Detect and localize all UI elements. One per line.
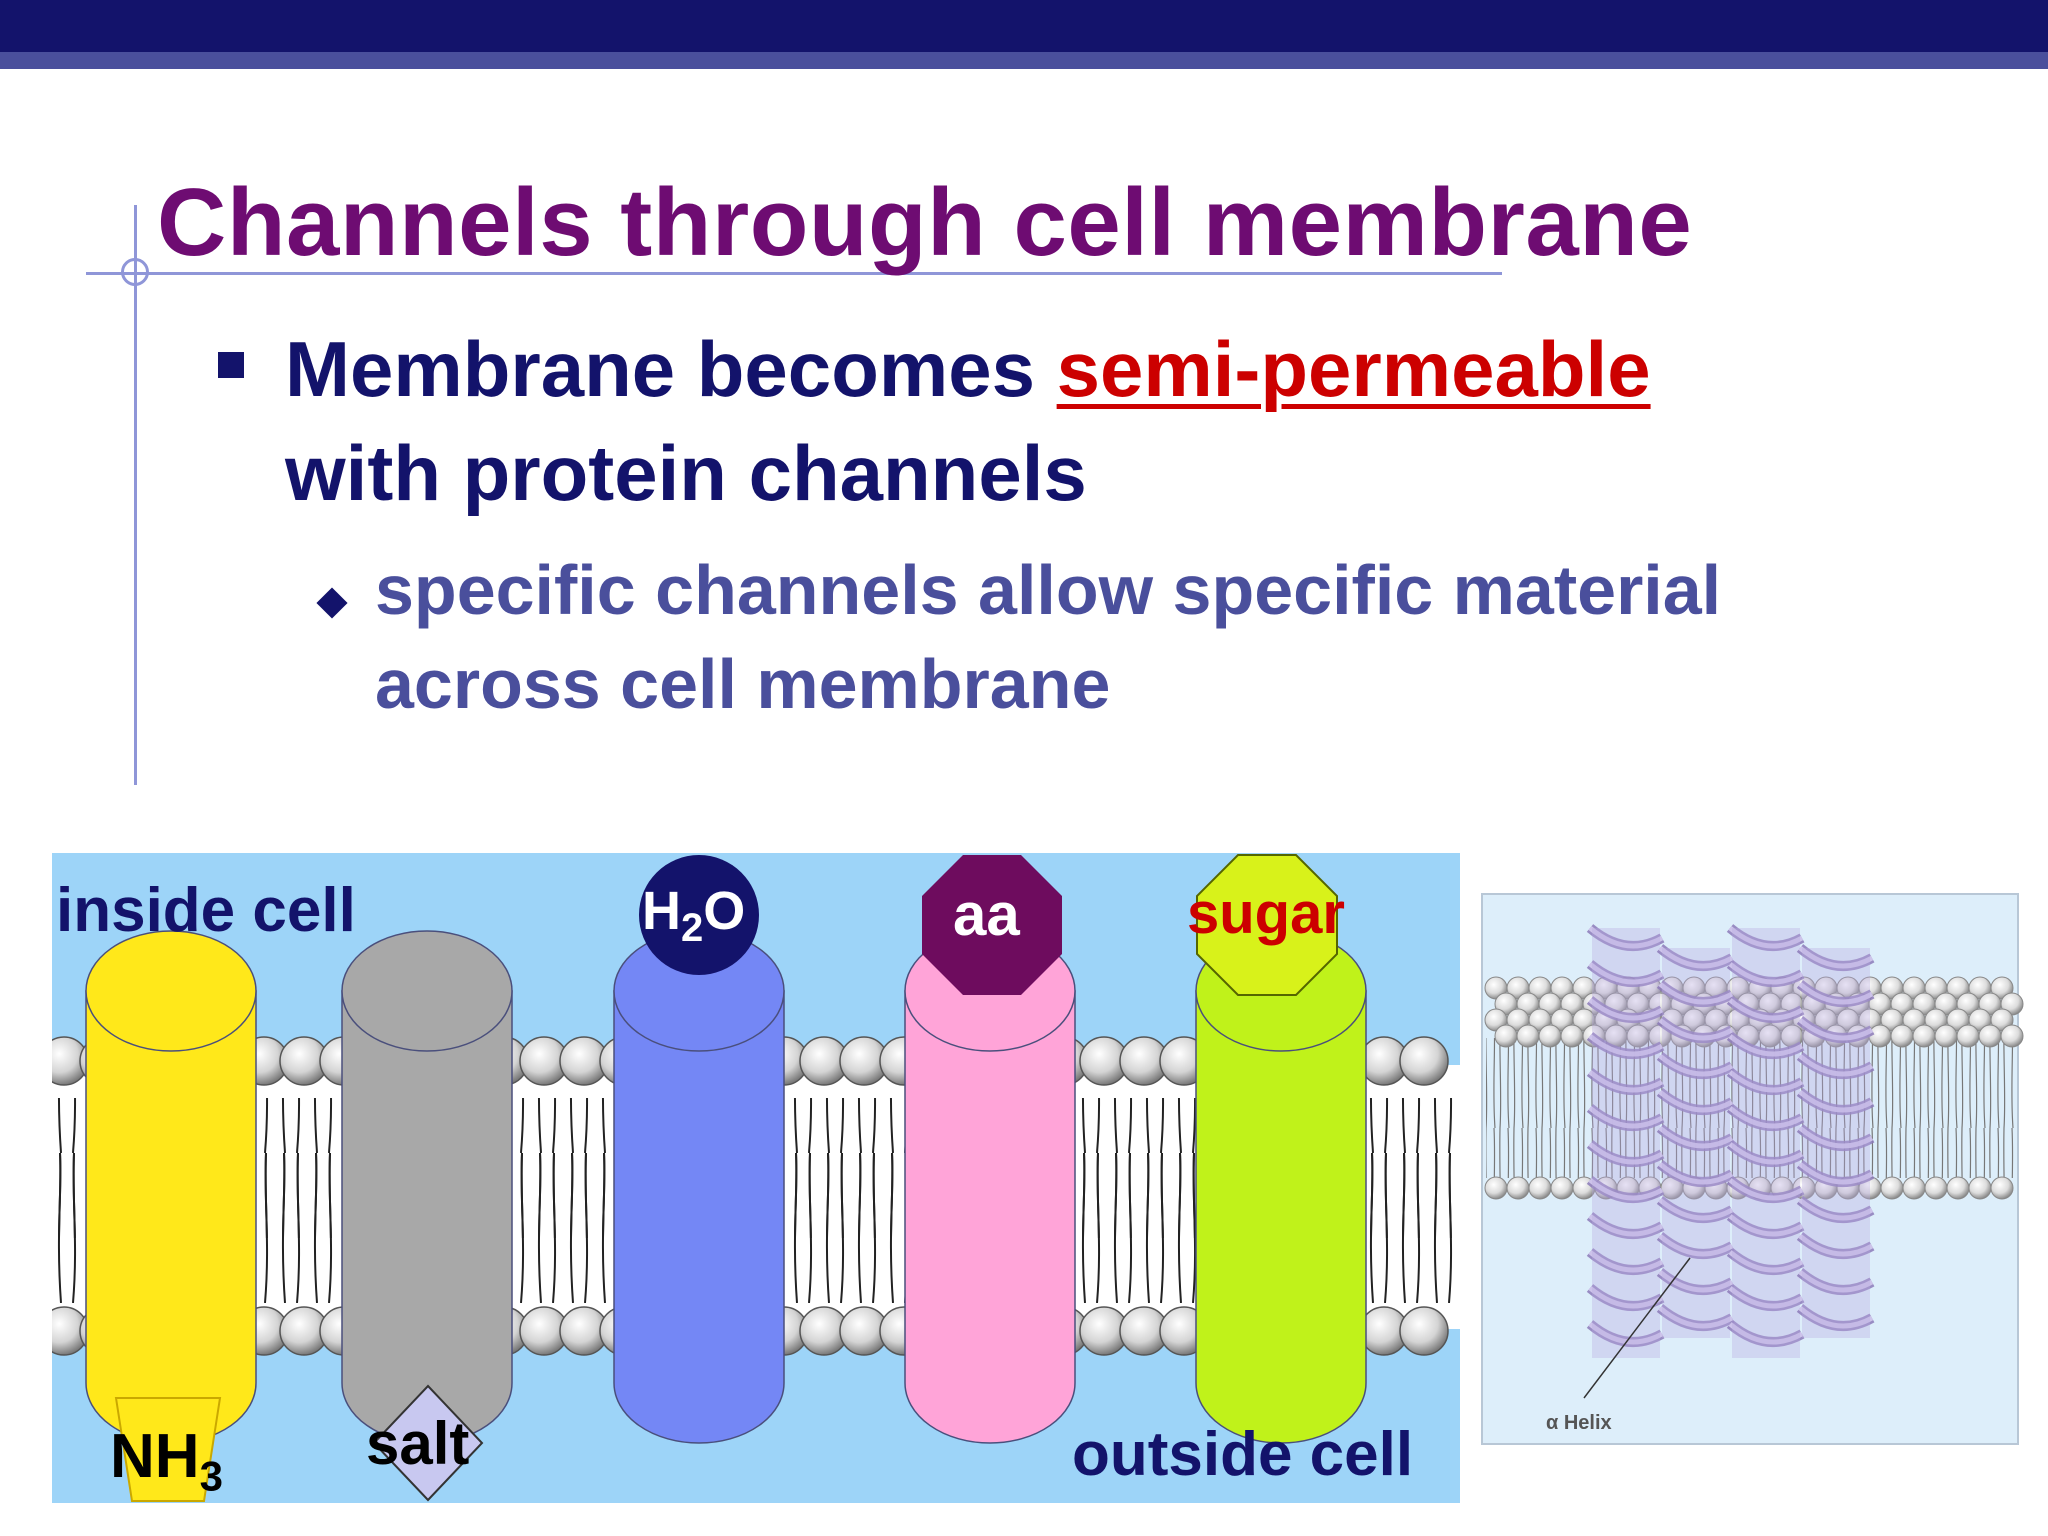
water-label-o: O — [703, 881, 746, 941]
phospholipid-head — [1990, 1176, 2014, 1200]
amino-acid-channel — [904, 930, 1076, 1444]
phospholipid-head — [1528, 1176, 1552, 1200]
phospholipid-head — [1924, 1176, 1948, 1200]
phospholipid-head — [1550, 1176, 1574, 1200]
phospholipid-head — [1956, 1024, 1980, 1048]
water-label-h: H — [642, 881, 681, 941]
alpha-helix-graphic — [1476, 888, 2024, 1450]
helix-ribbon — [1726, 924, 1805, 1358]
phospholipid-head — [1399, 1036, 1449, 1086]
salt-channel — [341, 930, 513, 1444]
diamond-bullet-icon — [316, 587, 348, 619]
decor-vertical-line — [134, 205, 137, 785]
helix-phospholipid-heads — [1484, 976, 2024, 1200]
membrane-diagram-graphic — [52, 853, 1460, 1503]
water-label: H2O — [642, 880, 745, 951]
water-label-sub: 2 — [681, 905, 704, 950]
phospholipid-head — [1946, 1176, 1970, 1200]
ammonia-label-nh: NH — [110, 1422, 200, 1491]
phospholipid-head — [1868, 1024, 1892, 1048]
alpha-helix-figure: α Helix — [1476, 888, 2024, 1450]
salt-label: salt — [366, 1410, 470, 1477]
helix-ribbons — [1586, 924, 1875, 1358]
phospholipid-head — [2000, 1024, 2024, 1048]
alpha-helix-label: α Helix — [1546, 1412, 1612, 1434]
phospholipid-head — [1538, 1024, 1562, 1048]
ammonia-label-sub: 3 — [199, 1452, 223, 1500]
bullet-square-icon — [218, 352, 244, 378]
phospholipid-head — [1484, 1176, 1508, 1200]
decor-horizontal-line — [86, 272, 1502, 275]
water-channel — [613, 930, 785, 1444]
phospholipid-head — [1506, 1176, 1530, 1200]
bullet-1-line-1: Membrane becomes semi-permeable — [285, 324, 1651, 415]
inside-cell-label: inside cell — [56, 876, 356, 945]
decor-crosshair-circle — [121, 258, 149, 286]
water-molecule-shape — [639, 855, 759, 975]
phospholipid-head — [1516, 1024, 1540, 1048]
header-bar-accent — [0, 52, 2048, 69]
membrane-channel-diagram: inside cell outside cell H2O aa sugar NH… — [52, 853, 1460, 1503]
phospholipid-head — [1968, 1176, 1992, 1200]
bullet-1-line-2: with protein channels — [285, 429, 1087, 517]
sugar-channel — [1195, 930, 1367, 1444]
slide-title: Channels through cell membrane — [157, 169, 1693, 276]
salt-shape — [372, 1384, 484, 1502]
sub-bullet-line-1: specific channels allow specific materia… — [375, 551, 1722, 629]
ammonia-label: NH3 — [110, 1421, 223, 1500]
helix-ribbon — [1656, 944, 1735, 1338]
ammonia-shape — [114, 1397, 222, 1502]
sugar-label: sugar — [1187, 881, 1345, 946]
phospholipid-head — [1934, 1024, 1958, 1048]
helix-ribbon — [1796, 944, 1875, 1338]
phospholipid-head — [1494, 1024, 1518, 1048]
amino-acid-label: aa — [953, 881, 1020, 948]
helix-pointer-line — [1583, 1257, 1691, 1399]
phospholipid-head — [1399, 1306, 1449, 1356]
phospholipid-head — [1560, 1024, 1584, 1048]
sub-bullet-line-2: across cell membrane — [375, 645, 1111, 723]
ammonia-channel — [85, 930, 257, 1444]
bullet-1-highlight: semi-permeable — [1056, 325, 1651, 413]
phospholipid-head — [1978, 1024, 2002, 1048]
phospholipid-head — [1912, 1024, 1936, 1048]
amino-acid-shape — [922, 855, 1062, 995]
bullet-1-prefix: Membrane becomes — [285, 325, 1057, 413]
sugar-shape — [1196, 854, 1338, 996]
phospholipid-head — [1890, 1024, 1914, 1048]
phospholipid-head — [1880, 1176, 1904, 1200]
header-bar — [0, 0, 2048, 52]
helix-ribbon — [1586, 924, 1665, 1358]
phospholipid-head — [1902, 1176, 1926, 1200]
outside-cell-label: outside cell — [1072, 1420, 1414, 1489]
